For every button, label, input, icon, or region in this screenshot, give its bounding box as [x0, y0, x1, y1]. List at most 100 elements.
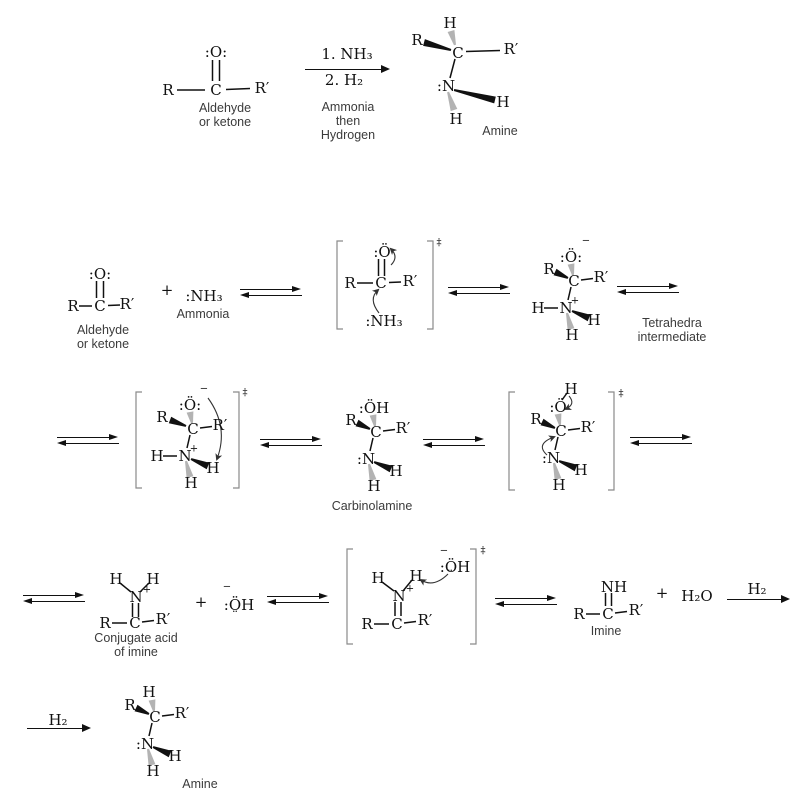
plus-sign: + [194, 593, 208, 611]
imine-caption: Imine [576, 624, 636, 638]
atom-C: C [210, 81, 221, 99]
atom-H: H [142, 683, 155, 701]
atom-N: N [178, 447, 191, 465]
caption-line: Amine [182, 777, 218, 791]
bracket-right [233, 391, 240, 489]
atom-C: C [149, 708, 160, 726]
double-dagger: ‡ [481, 546, 486, 557]
atom-H: H [443, 14, 456, 32]
caption-line: Aldehyde [76, 323, 130, 337]
caption-line: or ketone [76, 337, 130, 351]
carbinolamine-structure: :ÖH R C R′ :N H H [345, 399, 411, 495]
reaction-arrow [305, 65, 390, 73]
atom-R: R [361, 615, 373, 633]
electron-arrow [541, 435, 556, 456]
plus-sign: + [160, 281, 174, 299]
atom-H: H [565, 326, 578, 344]
bracket-right [470, 548, 477, 645]
atom-H: H [109, 570, 122, 588]
atom-H: H [496, 93, 509, 111]
ammonia-formula: :NH₃ [185, 287, 223, 305]
wedge-bonds [553, 263, 591, 330]
atom-C: C [555, 422, 566, 440]
atom-H: H [531, 299, 544, 317]
atom-C: C [375, 274, 386, 292]
equilibrium-arrow [57, 433, 119, 447]
plus-charge: + [143, 585, 151, 596]
double-dagger: ‡ [243, 388, 248, 399]
wedge-bonds [540, 413, 578, 480]
hydrogenation-arrow [27, 724, 91, 732]
plus-sign: + [655, 584, 669, 602]
atom-R-prime: R′ [581, 418, 596, 436]
aldehyde-structure: :O: R C R′ [67, 265, 135, 315]
atom-R: R [99, 614, 111, 632]
alkoxide-oxygen: :Ö: [560, 248, 582, 266]
bracket-left [135, 391, 142, 489]
bracket-left [508, 391, 515, 491]
caption-line: Tetrahedra [642, 316, 702, 330]
alkoxide-oxygen: :Ö: [179, 396, 201, 414]
atom-R: R [345, 411, 357, 429]
aldehyde-structure: :O: R C R′ [162, 43, 270, 99]
caption-line: intermediate [637, 330, 707, 344]
carbonyl-oxygen: :Ö [373, 243, 390, 261]
atom-H: H [389, 462, 402, 480]
tetrahedral-intermediate-structure: − :Ö: R C R′ H N + H H [531, 236, 609, 345]
caption-line: Imine [590, 624, 622, 638]
caption-line: Carbinolamine [331, 499, 413, 513]
transition-state-dehydration: ‡ H :Ö R C R′ :N H H [508, 380, 624, 494]
reagent-caption: Ammonia then Hydrogen [300, 100, 396, 142]
equilibrium-arrow [267, 592, 329, 606]
equilibrium-arrow [448, 283, 510, 297]
atom-H: H [168, 747, 181, 765]
caption-line: Amine [482, 124, 518, 138]
wedge-bonds [355, 414, 393, 481]
atom-C: C [391, 615, 402, 633]
atom-R: R [344, 274, 356, 292]
electron-arrow [389, 247, 398, 266]
amine-structure: H R C R′ :N H H [411, 14, 519, 128]
hydroxyl-group: :ÖH [359, 399, 389, 417]
atom-H: H [587, 311, 600, 329]
atom-R-prime: R′ [403, 272, 418, 290]
atom-R-prime: R′ [594, 268, 609, 286]
hydrogen-label: H₂ [48, 711, 68, 729]
atom-R-prime: R′ [255, 79, 270, 97]
caption-line: Conjugate acid [94, 631, 178, 645]
bonds [374, 579, 417, 625]
bracket-left [346, 548, 353, 645]
atom-N: N [392, 587, 405, 605]
double-dagger: ‡ [619, 389, 624, 400]
wedge-bonds [423, 30, 496, 112]
bonds [148, 713, 175, 737]
hydroxide-formula: :ÖH [440, 558, 470, 576]
bonds [586, 593, 628, 615]
atom-R-prime: R′ [156, 610, 171, 628]
atom-R: R [530, 410, 542, 428]
hydroxide-formula: :ÖH [224, 596, 254, 614]
transition-state-proton-transfer: ‡ − :Ö: R C R′ H N + H H [135, 384, 248, 492]
lone-pair-dots: ¨ [232, 610, 239, 625]
atom-H: H [449, 110, 462, 128]
equilibrium-arrow [630, 433, 692, 447]
atom-R: R [543, 260, 555, 278]
caption-line: of imine [114, 645, 158, 659]
hydroxyl-oxygen: :Ö [549, 398, 566, 416]
electron-arrow [207, 397, 223, 461]
atom-R: R [573, 605, 585, 623]
carbonyl-oxygen: :O: [205, 43, 227, 61]
wedge-bonds [168, 411, 210, 478]
tetrahedral-caption: Tetrahedra intermediate [602, 316, 742, 344]
electron-arrow [564, 395, 573, 410]
amine-caption: Amine [170, 777, 230, 791]
atom-H: H [574, 461, 587, 479]
atom-R-prime: R′ [396, 419, 411, 437]
equilibrium-arrow [617, 282, 679, 296]
atom-H: H [150, 447, 163, 465]
atom-H: H [367, 477, 380, 495]
iminium-structure: H H N + R C R′ [99, 570, 171, 632]
plus-charge: + [190, 444, 198, 455]
bonds [357, 259, 402, 284]
